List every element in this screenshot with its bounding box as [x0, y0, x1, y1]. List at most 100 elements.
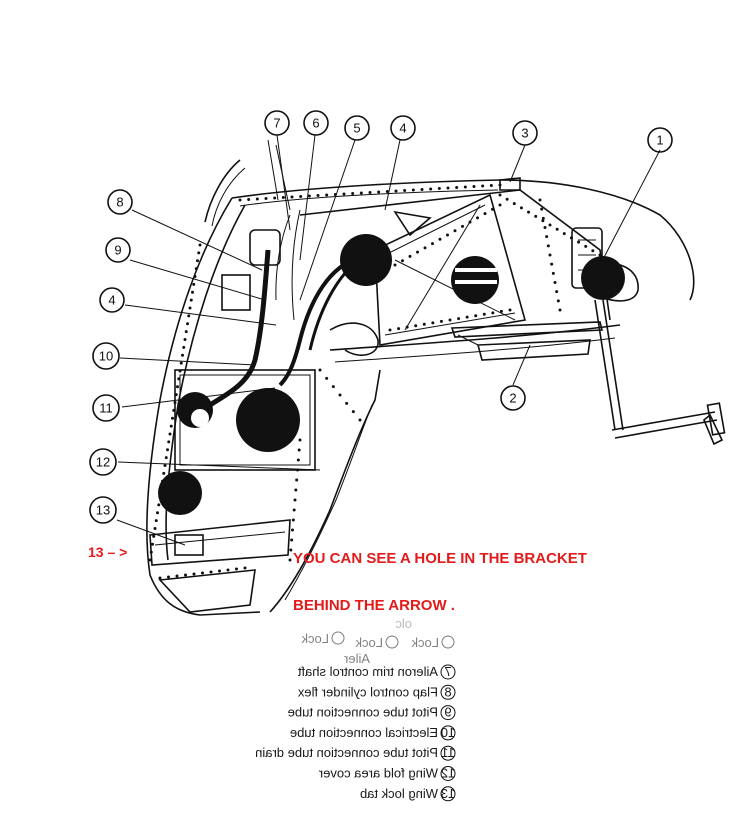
rivet — [158, 576, 162, 580]
callout-9: 9 — [105, 237, 131, 263]
legend-text: Pitot tube connection tube drain — [255, 745, 438, 760]
rivet — [483, 212, 487, 216]
legend-number-badge — [440, 725, 456, 741]
leader-lines — [116, 134, 661, 546]
rivet — [527, 210, 531, 214]
rivet — [420, 188, 424, 191]
rivet — [175, 574, 179, 578]
rivet — [179, 361, 183, 365]
legend-number: 8 — [444, 684, 451, 699]
rivet — [472, 185, 476, 188]
rivet — [546, 244, 550, 248]
legend-number-badge — [440, 786, 456, 802]
callout-4-top-label: 4 — [399, 121, 406, 136]
rivet — [491, 311, 495, 315]
rivet — [423, 246, 427, 250]
rivet — [295, 478, 299, 482]
rivet — [177, 377, 181, 381]
rivet — [154, 519, 158, 523]
callout-13-label: 13 — [96, 503, 110, 518]
rivet — [290, 538, 294, 542]
rivet — [591, 249, 595, 253]
callout-12-label: 12 — [96, 455, 110, 470]
legend-text: Flap control cylinder flex — [297, 684, 438, 699]
callout-3-label: 3 — [521, 126, 528, 141]
legend-number: 10 — [441, 725, 455, 740]
rivet — [191, 290, 194, 294]
rivet — [316, 194, 320, 197]
rivet — [405, 325, 409, 329]
rivet — [498, 203, 502, 207]
rivet — [403, 189, 407, 192]
legend-number-badge — [440, 664, 456, 680]
callout-11: 11 — [92, 394, 120, 422]
annotation-line-2: BEHIND THE ARROW . — [293, 597, 455, 614]
callout-4-top: 4 — [390, 115, 416, 141]
rivet — [446, 233, 449, 237]
rivet — [598, 253, 602, 257]
rivet — [184, 330, 188, 334]
rivet — [448, 318, 452, 322]
legend-text: Wing lock tab — [360, 786, 438, 801]
rivet — [551, 271, 555, 275]
rivet-dots — [148, 183, 602, 580]
rivet — [299, 195, 303, 198]
legend-text: Aileron trim control shaft — [297, 664, 438, 679]
rivet — [296, 458, 300, 462]
legend-faded-row: Lock Lock Lock Ailer — [301, 631, 455, 666]
rivet — [149, 550, 153, 554]
callout-12: 12 — [89, 448, 117, 476]
rivet — [397, 327, 401, 331]
callout-10-label: 10 — [99, 349, 113, 364]
rivet — [289, 548, 293, 552]
rivet — [446, 186, 450, 190]
rivet — [562, 232, 566, 236]
rivet — [164, 456, 168, 460]
rivet — [422, 322, 426, 326]
rivet — [541, 216, 545, 220]
rivet — [264, 197, 268, 200]
rivet — [358, 418, 362, 422]
rivet — [167, 440, 171, 444]
rivet — [292, 508, 296, 512]
rivet — [288, 558, 292, 562]
red-annotation: 13 – > YOU CAN SEE A HOLE IN THE BRACKET… — [88, 544, 587, 614]
callout-13: 13 — [89, 496, 117, 524]
rivet — [453, 229, 457, 233]
arrow-label: 13 – > — [88, 544, 127, 560]
legend-number: 13 — [441, 786, 455, 801]
legend-item-8: 8 Flap control cylinder flex — [297, 684, 456, 700]
rivet — [291, 528, 294, 532]
rivet — [550, 262, 554, 266]
rivet — [197, 251, 201, 255]
rivet — [192, 282, 196, 286]
rivet — [163, 464, 167, 467]
rivet — [543, 226, 547, 229]
callout-2: 2 — [500, 385, 526, 411]
rivet — [577, 240, 581, 244]
rivet — [158, 495, 162, 499]
rivet — [209, 570, 213, 574]
rivet — [174, 393, 178, 397]
rivet — [238, 198, 242, 202]
rivet — [173, 401, 177, 404]
rivet — [457, 317, 461, 321]
rivet — [198, 243, 202, 247]
rivet — [235, 567, 238, 571]
rivet — [188, 306, 192, 310]
rivet — [512, 202, 516, 206]
rivet — [541, 219, 545, 223]
rivet — [184, 573, 187, 577]
rivet — [187, 314, 191, 318]
callouts: 1 2 3 4 5 6 7 8 9 4 10 11 12 13 — [89, 110, 673, 524]
rivet — [556, 299, 560, 303]
callout-8-label: 8 — [116, 195, 123, 210]
rivet — [281, 196, 285, 199]
legend-faded-lock-1: Lock — [411, 635, 439, 650]
rivet — [307, 194, 311, 198]
rivet — [218, 569, 221, 573]
rivet — [489, 184, 493, 187]
rivet — [168, 432, 172, 436]
